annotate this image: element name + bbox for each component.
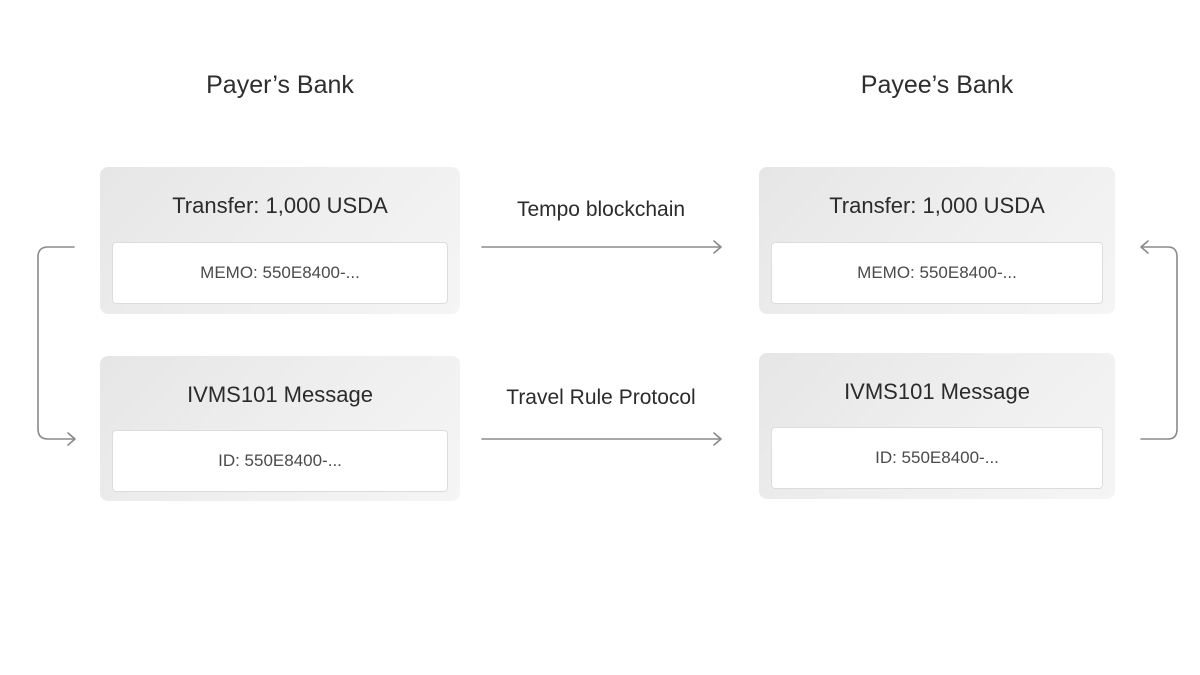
payee-transfer-title: Transfer: 1,000 USDA — [829, 193, 1045, 218]
payer-ivms-title: IVMS101 Message — [187, 382, 373, 407]
payee-ivms-card: IVMS101 Message ID: 550E8400-... — [759, 353, 1115, 499]
payer-bank-title: Payer’s Bank — [206, 71, 354, 99]
payee-ivms-title: IVMS101 Message — [844, 379, 1030, 404]
payee-link-arrow — [1140, 240, 1178, 440]
travel-rule-protocol-label: Travel Rule Protocol — [506, 386, 696, 409]
payer-id-box: ID: 550E8400-... — [112, 430, 448, 492]
payee-memo-box: MEMO: 550E8400-... — [771, 242, 1103, 304]
payee-bank-title: Payee’s Bank — [860, 71, 1014, 99]
payer-transfer-title: Transfer: 1,000 USDA — [172, 193, 388, 218]
payer-transfer-card: Transfer: 1,000 USDA MEMO: 550E8400-... — [100, 167, 460, 314]
payee-transfer-card: Transfer: 1,000 USDA MEMO: 550E8400-... — [759, 167, 1115, 314]
blockchain-arrow — [481, 240, 722, 254]
travel-rule-arrow — [481, 432, 722, 446]
payer-ivms-card: IVMS101 Message ID: 550E8400-... — [100, 356, 460, 501]
payer-memo-box: MEMO: 550E8400-... — [112, 242, 448, 304]
tempo-blockchain-label: Tempo blockchain — [516, 198, 686, 221]
payee-id-box: ID: 550E8400-... — [771, 427, 1103, 489]
payer-link-arrow — [37, 246, 76, 446]
